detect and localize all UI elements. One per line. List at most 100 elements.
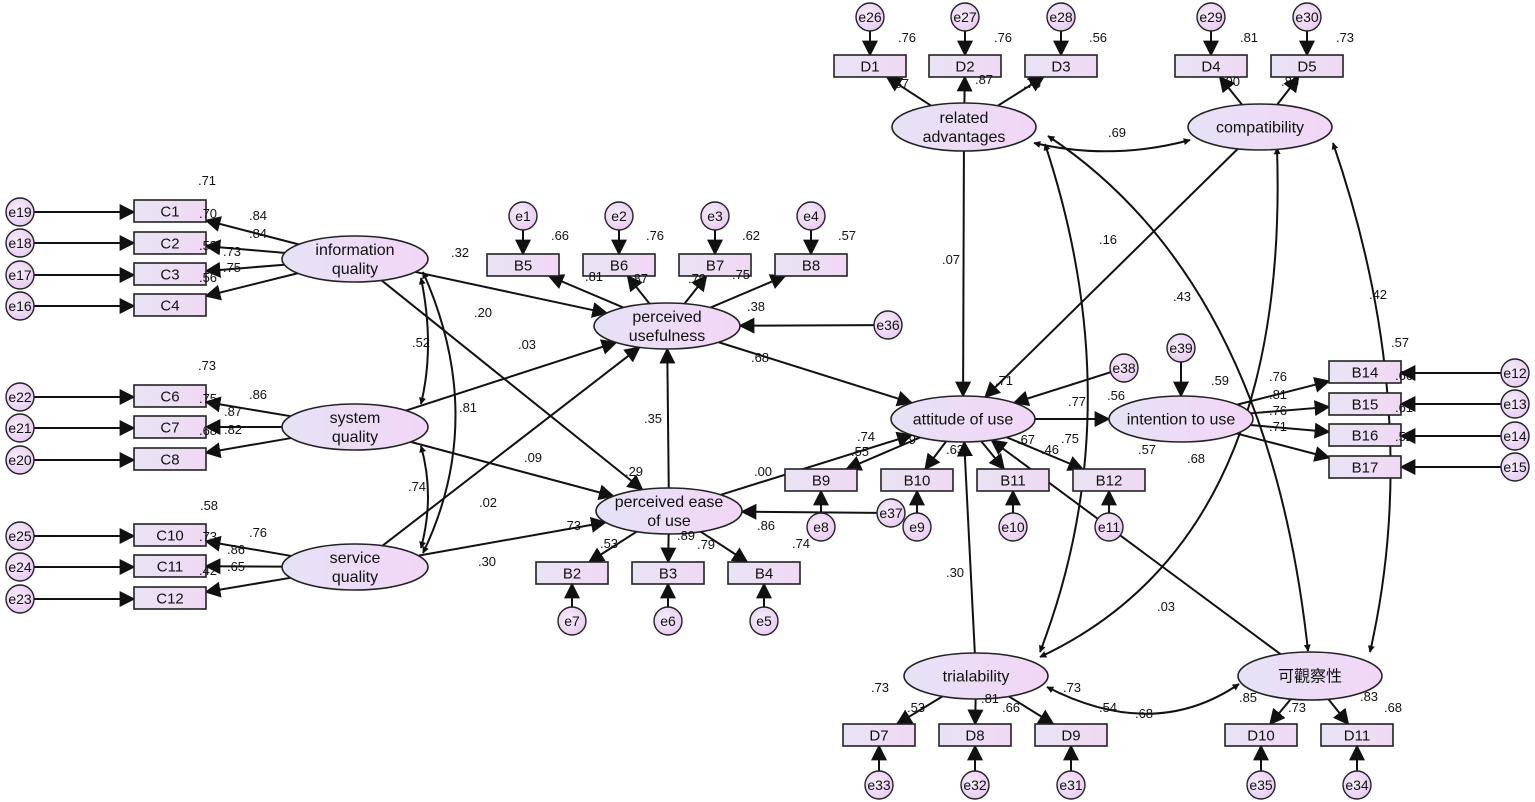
coefficient-label: .79 [697,537,715,552]
error-label: e1 [515,208,531,224]
loading-info-c4 [204,272,298,301]
coefficient-label: .84 [249,226,267,241]
path-serv-to-peou [418,516,608,557]
coefficient-label: .86 [1281,74,1299,89]
error-e13: e13 [1500,389,1530,419]
coefficient-label: .76 [646,228,664,243]
coefficient-label: .81 [1269,387,1287,402]
indicator-d4: D4 [1174,54,1248,78]
error-label: e27 [953,9,977,25]
loading-att-b10 [924,440,947,471]
coefficient-label: .38 [747,299,765,314]
latent-label: of use [647,513,691,530]
indicator-c3: C3 [133,262,207,286]
error-label: e37 [879,505,903,521]
latent-label: quality [332,429,378,446]
coefficient-label: .57 [1138,442,1156,457]
coefficient-label: .58 [200,498,218,513]
error-e39: e39 [1166,333,1196,363]
error-label: e33 [867,777,891,793]
error-e19: e19 [5,197,35,227]
coefficient-label: .30 [478,554,496,569]
indicator-c8: C8 [133,447,207,471]
coefficient-label: .76 [1269,369,1287,384]
indicator-d7: D7 [842,723,916,747]
latent-label: quality [332,261,378,278]
coefficient-label: .86 [227,542,245,557]
error-label: e2 [611,208,627,224]
coefficient-label: .68 [1384,700,1402,715]
coefficient-label: .76 [898,30,916,45]
coefficient-label: .59 [1211,373,1229,388]
error-e28: e28 [1046,2,1076,32]
error-label: e5 [756,613,772,629]
coefficient-label: .86 [249,387,267,402]
error-label: e35 [1249,777,1273,793]
coefficient-label: .61 [1395,400,1413,415]
indicator-c12: C12 [133,586,207,610]
coefficient-label: .74 [408,479,426,494]
coefficient-label: .87 [630,271,648,286]
indicator-b16: B16 [1328,423,1402,447]
coefficient-label: .03 [1157,599,1175,614]
latent-label: 可觀察性 [1278,668,1342,686]
latent-label: system [330,410,381,427]
indicator-label: C12 [156,591,184,608]
indicator-label: B14 [1352,365,1379,382]
indicator-label: B5 [514,258,532,275]
latent-sys: system quality [281,403,429,451]
indicator-label: C1 [160,204,179,221]
indicator-label: C7 [160,420,179,437]
error-label: e36 [876,317,900,333]
path-peou-to-att [720,431,914,496]
error-label: e13 [1503,396,1527,412]
loading-obs-d11 [1327,698,1350,726]
error-e37: e37 [876,498,906,528]
indicator-label: B16 [1352,428,1379,445]
coefficient-label: .68 [751,350,769,365]
error-label: e12 [1503,365,1527,381]
coefficient-label: .81 [981,691,999,706]
coefficient-label: .87 [975,72,993,87]
indicator-label: B17 [1352,460,1379,477]
error-e16: e16 [5,291,35,321]
indicator-label: C2 [160,236,179,253]
coefficient-label: .54 [1099,700,1117,715]
indicator-b7: B7 [678,253,752,277]
error-e1: e1 [508,201,538,231]
error-label: e21 [8,420,32,436]
latent-label: compatibility [1216,120,1304,137]
indicator-d2: D2 [928,54,1002,78]
cov-sys-serv [419,445,429,549]
indicator-label: D8 [965,728,984,745]
coefficient-label: .56 [1089,30,1107,45]
coefficient-label: .42 [199,563,217,578]
coefficient-label: .87 [891,76,909,91]
coefficient-label: .52 [412,335,430,350]
loading-comp-d5 [1276,75,1300,106]
indicator-label: B6 [610,258,628,275]
loading-pu-b7 [683,274,708,305]
loading-obs-d10 [1269,698,1292,726]
coefficient-label: .00 [754,464,772,479]
error-e5: e5 [749,606,779,636]
coefficient-label: .20 [474,305,492,320]
coefficient-label: .76 [994,30,1012,45]
cov-comp-tri [1039,147,1281,658]
indicator-d8: D8 [938,723,1012,747]
error-e7: e7 [557,606,587,636]
coefficient-label: .87 [224,404,242,419]
coefficient-label: .66 [551,228,569,243]
error-e30: e30 [1292,2,1322,32]
coefficient-label: .73 [223,244,241,259]
coefficient-label: .89 [677,528,695,543]
error-e2: e2 [604,201,634,231]
coefficient-label: .75 [199,391,217,406]
loading-peou-b4 [700,530,749,563]
coefficient-label: .46 [1041,442,1059,457]
latent-label: service [330,550,381,567]
error-label: e17 [8,267,32,283]
indicator-label: D5 [1297,59,1316,76]
coefficient-label: .03 [518,337,536,352]
